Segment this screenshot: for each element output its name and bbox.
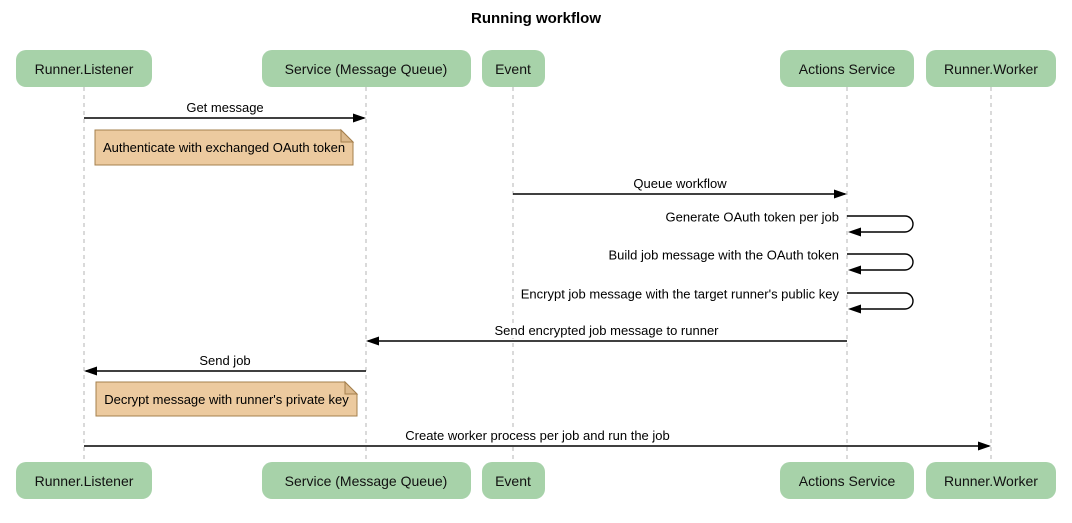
participant-actions-service-top: Actions Service [780,50,914,87]
self-message-label: Generate OAuth token per job [662,209,842,225]
participant-event-bottom: Event [481,462,545,499]
message-label: Get message [183,100,267,115]
diagram-title: Running workflow [471,10,601,27]
message-arrowhead [84,366,97,376]
note-label: Decrypt message with runner's private ke… [104,391,349,407]
participant-event-top: Event [481,50,545,87]
participant-runner-worker-bottom: Runner.Worker [926,462,1056,499]
self-message-arrowhead [848,227,861,237]
message-arrowhead [353,113,366,123]
self-message-loop [847,253,914,271]
participant-runner-worker-top: Runner.Worker [926,50,1056,87]
message-label: Send encrypted job message to runner [491,323,722,338]
note-label: Authenticate with exchanged OAuth token [102,140,346,155]
note-box [94,129,354,166]
self-message-loop [847,215,914,233]
self-message-arrowhead [848,304,861,314]
message-label: Send job [196,353,254,368]
note-fold-corner [344,380,359,395]
message-label: Queue workflow [630,176,730,191]
participant-service-mq-top: Service (Message Queue) [261,50,471,87]
message-arrowhead [978,441,991,451]
note-box [95,381,358,417]
message-label: Create worker process per job and run th… [402,428,673,443]
self-message-arrowhead [848,265,861,275]
participant-runner-listener-bottom: Runner.Listener [16,462,152,499]
note-fold-corner [340,128,355,143]
participant-runner-listener-top: Runner.Listener [16,50,152,87]
self-message-loop [847,292,914,310]
self-message-label: Encrypt job message with the target runn… [517,286,842,302]
message-arrowhead [834,189,847,199]
message-arrowhead [366,336,379,346]
participant-actions-service-bottom: Actions Service [780,462,914,499]
self-message-label: Build job message with the OAuth token [605,247,842,263]
participant-service-mq-bottom: Service (Message Queue) [261,462,471,499]
